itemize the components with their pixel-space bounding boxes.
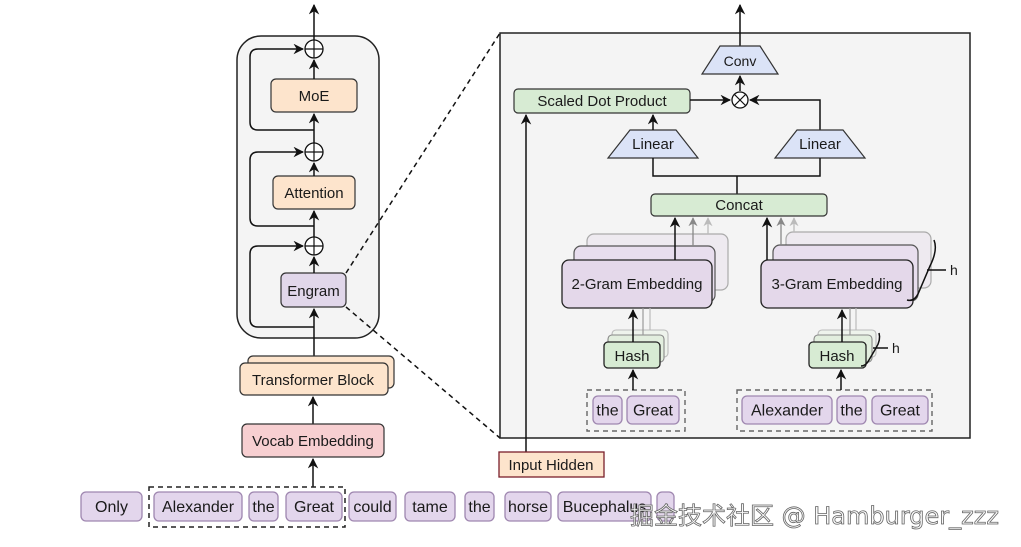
token-text: could xyxy=(353,499,391,516)
linear-left-label: Linear xyxy=(632,136,674,153)
token-text: Bucephalus xyxy=(563,499,647,516)
token-text: Great xyxy=(880,403,921,420)
embedding-3gram-label: 3-Gram Embedding xyxy=(772,276,903,293)
moe-block[interactable]: MoE xyxy=(270,78,358,113)
residual-add-bottom xyxy=(304,236,324,256)
ngram-3-token[interactable]: Alexander xyxy=(741,395,833,425)
token-text: Alexander xyxy=(162,499,235,516)
embedding-2gram-stack[interactable]: 2-Gram Embedding xyxy=(561,233,729,309)
token-text: Great xyxy=(294,499,335,516)
sentence-token[interactable]: Only xyxy=(80,491,143,522)
ngram-3-token[interactable]: the xyxy=(836,395,867,425)
heads-label-hash: h xyxy=(892,340,900,356)
zoom-connector-bottom xyxy=(345,306,501,439)
sentence-token[interactable]: tame xyxy=(404,491,456,522)
heads-brace-hash: h xyxy=(860,332,900,367)
token-text: horse xyxy=(508,499,548,516)
input-hidden-block[interactable]: Input Hidden xyxy=(498,451,605,478)
vocab-embedding-block[interactable]: Vocab Embedding xyxy=(241,423,385,458)
scaled-dot-product-block[interactable]: Scaled Dot Product xyxy=(513,88,691,114)
residual-skip-attention xyxy=(249,146,314,227)
linear-left-block[interactable]: Linear xyxy=(606,129,700,159)
hash-right-label: Hash xyxy=(819,348,854,365)
token-text: the xyxy=(468,499,490,516)
heads-label-embedding: h xyxy=(950,262,958,278)
token-text: tame xyxy=(412,499,448,516)
hash-right-stack[interactable]: Hash xyxy=(808,329,877,369)
zoom-connector-top xyxy=(345,32,501,274)
watermark: 掘金技术社区 @ Hamburger_zzz xyxy=(630,502,999,530)
token-text: Only xyxy=(95,499,128,516)
ngram-selection-box xyxy=(148,486,346,528)
sentence-token[interactable] xyxy=(656,491,675,522)
hash-left-label: Hash xyxy=(614,348,649,365)
ngram-2-token[interactable]: the xyxy=(592,395,623,425)
engram-label: Engram xyxy=(287,283,340,300)
residual-add-middle xyxy=(304,142,324,162)
engram-detail-panel: Conv Scaled Dot Product Linear Linear xyxy=(499,3,971,439)
residual-add-top xyxy=(304,39,324,59)
residual-skip-moe xyxy=(249,43,314,131)
sentence-token[interactable]: Alexander xyxy=(153,491,243,522)
token-text: Alexander xyxy=(751,403,824,420)
linear-right-label: Linear xyxy=(799,136,841,153)
ngram-3-token[interactable]: Great xyxy=(871,395,929,425)
linear-right-block[interactable]: Linear xyxy=(773,129,867,159)
token-text: the xyxy=(252,499,274,516)
token-text: the xyxy=(596,403,618,420)
vocab-embedding-label: Vocab Embedding xyxy=(252,433,374,450)
ngram-2-token-group xyxy=(586,389,686,432)
ngram-2-token[interactable]: Great xyxy=(626,395,680,425)
transformer-block[interactable]: Transformer Block xyxy=(239,355,395,396)
embedding-2gram-label: 2-Gram Embedding xyxy=(572,276,703,293)
conv-label: Conv xyxy=(724,53,757,69)
scaled-dot-product-label: Scaled Dot Product xyxy=(537,93,667,110)
sentence-token[interactable]: Bucephalus xyxy=(557,491,652,522)
sentence-token[interactable]: could xyxy=(348,491,397,522)
conv-block[interactable]: Conv xyxy=(700,45,780,75)
engram-block[interactable]: Engram xyxy=(280,272,347,308)
input-hidden-label: Input Hidden xyxy=(508,457,593,474)
attention-block[interactable]: Attention xyxy=(272,175,356,210)
concat-block[interactable]: Concat xyxy=(650,193,828,217)
embedding-3gram-stack[interactable]: 3-Gram Embedding xyxy=(760,231,932,309)
sentence-token[interactable]: horse xyxy=(504,491,552,522)
moe-label: MoE xyxy=(299,88,330,105)
transformer-block-label: Transformer Block xyxy=(252,372,374,389)
attention-label: Attention xyxy=(284,185,343,202)
left-model-stack: MoE Attention Engram xyxy=(236,3,395,487)
sentence-token-row: Only Alexander the Great could tame the horse Bu… xyxy=(80,486,675,528)
token-text: Great xyxy=(633,403,674,420)
sentence-token[interactable]: the xyxy=(248,491,279,522)
token-text: the xyxy=(840,403,862,420)
residual-skip-engram xyxy=(249,240,314,328)
concat-label: Concat xyxy=(715,197,763,214)
elementwise-multiply-op xyxy=(731,91,749,109)
ngram-3-token-group xyxy=(736,389,933,432)
heads-brace-embedding: h xyxy=(906,239,958,302)
sentence-token[interactable]: Great xyxy=(285,491,343,522)
hash-left-stack[interactable]: Hash xyxy=(603,329,669,369)
sentence-token[interactable]: the xyxy=(464,491,495,522)
